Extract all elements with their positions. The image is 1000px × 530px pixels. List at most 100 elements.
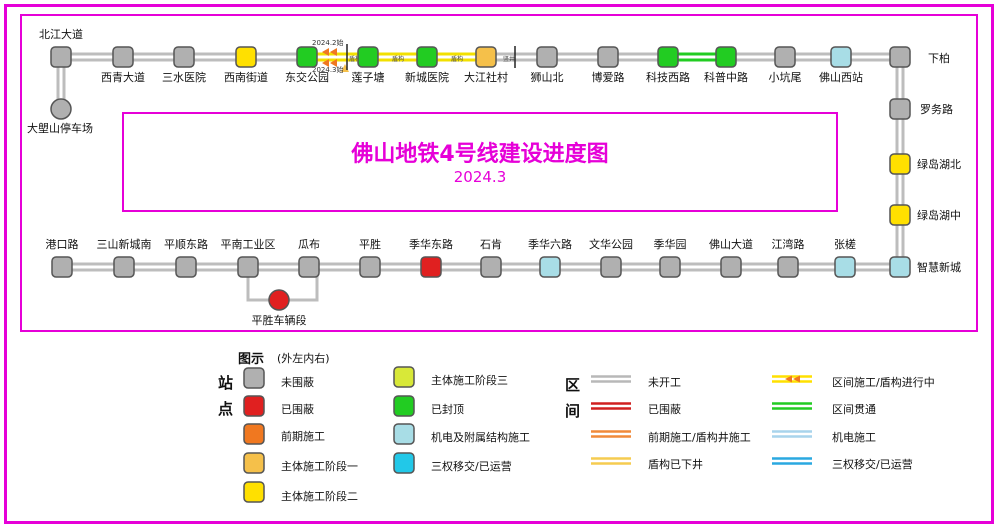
legend-station-swatch <box>393 395 415 417</box>
station-marker <box>536 46 558 68</box>
station-marker <box>420 256 442 278</box>
station-marker <box>50 46 72 68</box>
station-marker <box>830 46 852 68</box>
station-label: 西南街道 <box>224 70 268 84</box>
legend-station-label-1: 站 <box>218 374 234 392</box>
tbm-annotation: 竖井 <box>503 55 515 63</box>
station-marker <box>173 46 195 68</box>
station-marker <box>175 256 197 278</box>
depot-marker <box>268 289 290 311</box>
station-marker <box>657 46 679 68</box>
legend-section-item-label: 机电施工 <box>832 431 876 444</box>
station-label: 佛山西站 <box>819 70 863 84</box>
station-marker <box>51 256 73 278</box>
station-marker <box>715 46 737 68</box>
station-label: 文华公园 <box>589 237 633 251</box>
station-label: 智慧新城 <box>917 260 961 274</box>
station-marker <box>834 256 856 278</box>
station-label: 平南工业区 <box>221 238 276 251</box>
legend-section-label-2: 间 <box>565 402 581 420</box>
station-marker <box>235 46 257 68</box>
legend-station-item-label: 前期施工 <box>281 430 325 443</box>
station-label: 港口路 <box>46 238 79 251</box>
station-label: 三山新城南 <box>97 237 152 251</box>
tbm-arrow-icon <box>322 48 337 56</box>
page-frame <box>4 4 994 524</box>
station-marker <box>539 256 561 278</box>
station-label: 三水医院 <box>162 70 206 84</box>
station-marker <box>416 46 438 68</box>
station-label: 罗务路 <box>920 103 953 116</box>
legend-station-swatch <box>243 423 265 445</box>
station-marker <box>298 256 320 278</box>
depot-marker <box>50 98 72 120</box>
station-marker <box>597 46 619 68</box>
station-marker <box>889 256 911 278</box>
legend-station-item-label: 主体施工阶段二 <box>281 490 358 503</box>
station-marker <box>889 204 911 226</box>
line-map-section <box>20 14 978 332</box>
legend-station-swatch <box>393 423 415 445</box>
station-label: 张槎 <box>834 237 856 251</box>
station-label: 莲子塘 <box>352 70 385 84</box>
legend-station-item-label: 主体施工阶段三 <box>431 374 508 387</box>
station-label: 平顺东路 <box>164 238 208 251</box>
station-label: 季华六路 <box>528 237 572 251</box>
station-label: 季华园 <box>654 237 687 251</box>
station-marker <box>359 256 381 278</box>
title-box: 佛山地铁4号线建设进度图 2024.3 <box>122 112 838 212</box>
tbm-annotation: 盾构 <box>349 55 361 63</box>
station-marker <box>357 46 379 68</box>
station-label: 瓜布 <box>298 238 320 251</box>
legend-station-swatch <box>243 452 265 474</box>
station-label: 科技西路 <box>646 70 690 84</box>
legend-station-swatch <box>243 367 265 389</box>
legend-station-item-label: 机电及附属结构施工 <box>431 431 530 444</box>
legend-station-item-label: 已封顶 <box>431 403 464 416</box>
station-label: 平胜 <box>359 237 381 251</box>
tbm-arrow-icon <box>322 59 337 67</box>
legend-station-item-label: 已围蔽 <box>281 403 314 416</box>
legend-section-item-label: 区间施工/盾构进行中 <box>832 376 935 389</box>
map-date: 2024.3 <box>453 168 507 186</box>
legend-section-item-label: 已围蔽 <box>648 403 681 416</box>
legend-station-item-label: 主体施工阶段一 <box>281 460 358 473</box>
legend-station-swatch <box>243 481 265 503</box>
station-marker <box>113 256 135 278</box>
station-label: 小坑尾 <box>769 70 802 84</box>
station-marker <box>659 256 681 278</box>
tbm-annotation: 盾构 <box>392 55 404 63</box>
station-label: 狮山北 <box>531 71 564 84</box>
legend-station-item-label: 未围蔽 <box>281 376 314 389</box>
station-label: 下柏 <box>928 51 950 65</box>
legend-section-item-label: 盾构已下井 <box>648 458 703 471</box>
station-label: 绿岛湖北 <box>917 157 961 171</box>
station-label: 江湾路 <box>772 237 805 251</box>
station-marker <box>475 46 497 68</box>
station-label: 石肯 <box>480 238 502 251</box>
station-label: 季华东路 <box>409 237 453 251</box>
station-marker <box>480 256 502 278</box>
legend-section-item-label: 区间贯通 <box>832 403 876 416</box>
legend-station-swatch <box>243 395 265 417</box>
depot-label: 大塱山停车场 <box>27 121 93 135</box>
legend-section-label-1: 区 <box>565 376 581 394</box>
station-marker <box>774 46 796 68</box>
legend-station-item-label: 三权移交/已运营 <box>431 460 512 473</box>
tbm-annotation: 盾构 <box>451 55 463 63</box>
station-label: 北江大道 <box>39 27 83 41</box>
station-marker <box>889 153 911 175</box>
legend-station-label-2: 点 <box>218 400 234 418</box>
station-label: 博爱路 <box>592 71 625 84</box>
station-marker <box>112 46 134 68</box>
tbm-annotation: 2024.3始 <box>312 65 344 74</box>
legend-station-swatch <box>393 366 415 388</box>
tbm-annotation: 2024.2始 <box>312 38 344 47</box>
legend-heading-note: (外左内右) <box>277 352 330 365</box>
station-marker <box>237 256 259 278</box>
map-title: 佛山地铁4号线建设进度图 <box>351 142 609 167</box>
station-marker <box>600 256 622 278</box>
station-marker <box>889 46 911 68</box>
station-marker <box>720 256 742 278</box>
